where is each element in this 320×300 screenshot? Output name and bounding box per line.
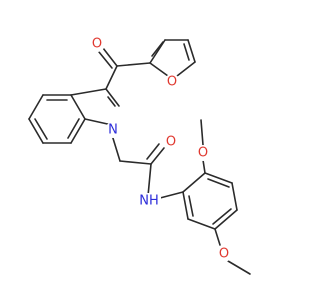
atom-o-furan-label: O <box>167 75 177 90</box>
bond <box>207 178 230 188</box>
atom-o-amide-label: O <box>166 135 176 150</box>
atom-o-furan: O <box>164 74 180 90</box>
bond <box>116 62 151 67</box>
atom-n-indole: N <box>105 122 121 138</box>
bond <box>187 39 196 63</box>
bond <box>105 65 118 90</box>
bond <box>182 191 189 220</box>
bond <box>70 88 107 96</box>
atom-background <box>137 193 161 209</box>
atom-n-indole-label: N <box>108 123 118 138</box>
bond <box>98 51 113 69</box>
bond <box>214 209 238 230</box>
bond <box>149 62 169 77</box>
bond <box>183 43 190 61</box>
bond <box>187 218 216 230</box>
bond <box>188 195 194 217</box>
bond <box>146 143 160 160</box>
bond <box>70 118 86 144</box>
atom-o-amide: O <box>163 134 179 150</box>
atom-o-methoxy-top-label: O <box>198 146 208 161</box>
bond <box>84 118 113 126</box>
atom-nh-amide-label: NH <box>139 194 159 209</box>
atom-background <box>105 122 121 138</box>
atom-o-methoxy-bottom-label: O <box>219 247 229 262</box>
bond <box>231 182 238 211</box>
bond <box>102 47 118 67</box>
atom-background <box>163 134 179 150</box>
bond <box>151 41 164 57</box>
bond <box>227 260 251 275</box>
bond <box>28 94 44 120</box>
bond <box>107 96 116 107</box>
bond <box>204 172 233 184</box>
bond <box>176 61 196 77</box>
bond <box>105 88 120 107</box>
bond <box>28 118 44 144</box>
bond <box>150 147 165 165</box>
bond <box>182 172 206 193</box>
bond <box>202 159 206 174</box>
atom-labels: O O N O NH O O <box>89 36 232 262</box>
bond-lines <box>28 39 251 275</box>
bond <box>200 119 204 146</box>
bond <box>34 118 48 140</box>
bond <box>111 134 121 162</box>
atom-nh-amide: NH <box>137 193 161 209</box>
bond <box>212 208 232 225</box>
atom-o-ketone-label: O <box>92 37 102 52</box>
molecule-structure-diagram: O O N O NH O O <box>28 36 251 275</box>
bond <box>119 160 152 165</box>
bond <box>67 118 80 139</box>
atom-o-ketone: O <box>89 36 105 52</box>
bond <box>70 94 86 120</box>
bond <box>147 163 152 197</box>
atom-o-methoxy-top: O <box>195 145 211 161</box>
atom-background <box>195 145 211 161</box>
atom-o-methoxy-bottom: O <box>216 246 232 262</box>
atom-background <box>89 36 105 52</box>
atom-background <box>216 246 232 262</box>
atom-background <box>164 74 180 90</box>
bond <box>159 191 184 199</box>
bond <box>214 228 221 246</box>
